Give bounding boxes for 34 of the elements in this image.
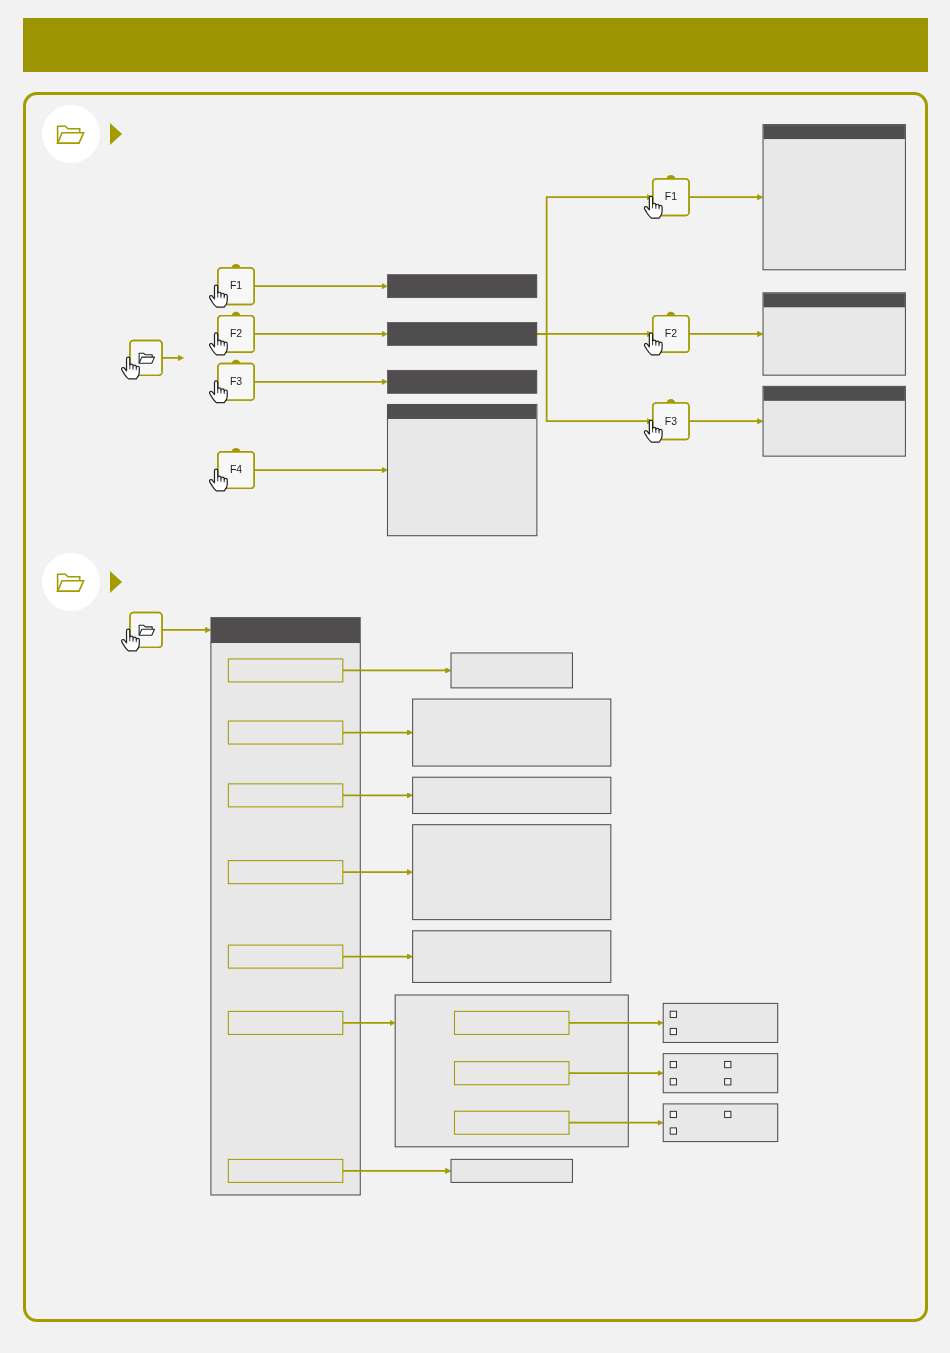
menu-window [762, 292, 906, 376]
function-key: F1 [652, 175, 690, 217]
arrow [568, 1019, 664, 1026]
content-panel [412, 776, 612, 815]
menu-option [227, 1158, 344, 1183]
menu-window [762, 124, 906, 271]
menu-option [453, 1010, 570, 1035]
menu-option [227, 783, 344, 808]
menu-title-bar [210, 617, 361, 643]
menu-option [453, 1061, 570, 1086]
arrow [568, 1119, 664, 1126]
content-panel [412, 824, 612, 921]
menu-option [227, 1010, 344, 1035]
arrow [568, 1070, 664, 1077]
menu-window [386, 403, 538, 537]
content-panel [412, 698, 612, 767]
content-panel [412, 930, 612, 983]
function-key: F3 [652, 399, 690, 441]
content-panel [662, 1053, 779, 1094]
menu-title-bar [387, 274, 538, 299]
content-panel [662, 1103, 779, 1143]
content-panel [450, 652, 573, 689]
menu-title-bar [387, 322, 538, 346]
function-key: F1 [217, 264, 255, 306]
content-panel [662, 1002, 779, 1043]
menu-window [762, 385, 906, 457]
menu-option [227, 658, 344, 683]
menu-option [453, 1110, 570, 1135]
menu-option [227, 944, 344, 969]
menu-option [227, 860, 344, 885]
function-key: F2 [652, 311, 690, 353]
content-panel [450, 1158, 573, 1183]
menu-title-bar [387, 369, 538, 394]
menu-option [227, 720, 344, 745]
